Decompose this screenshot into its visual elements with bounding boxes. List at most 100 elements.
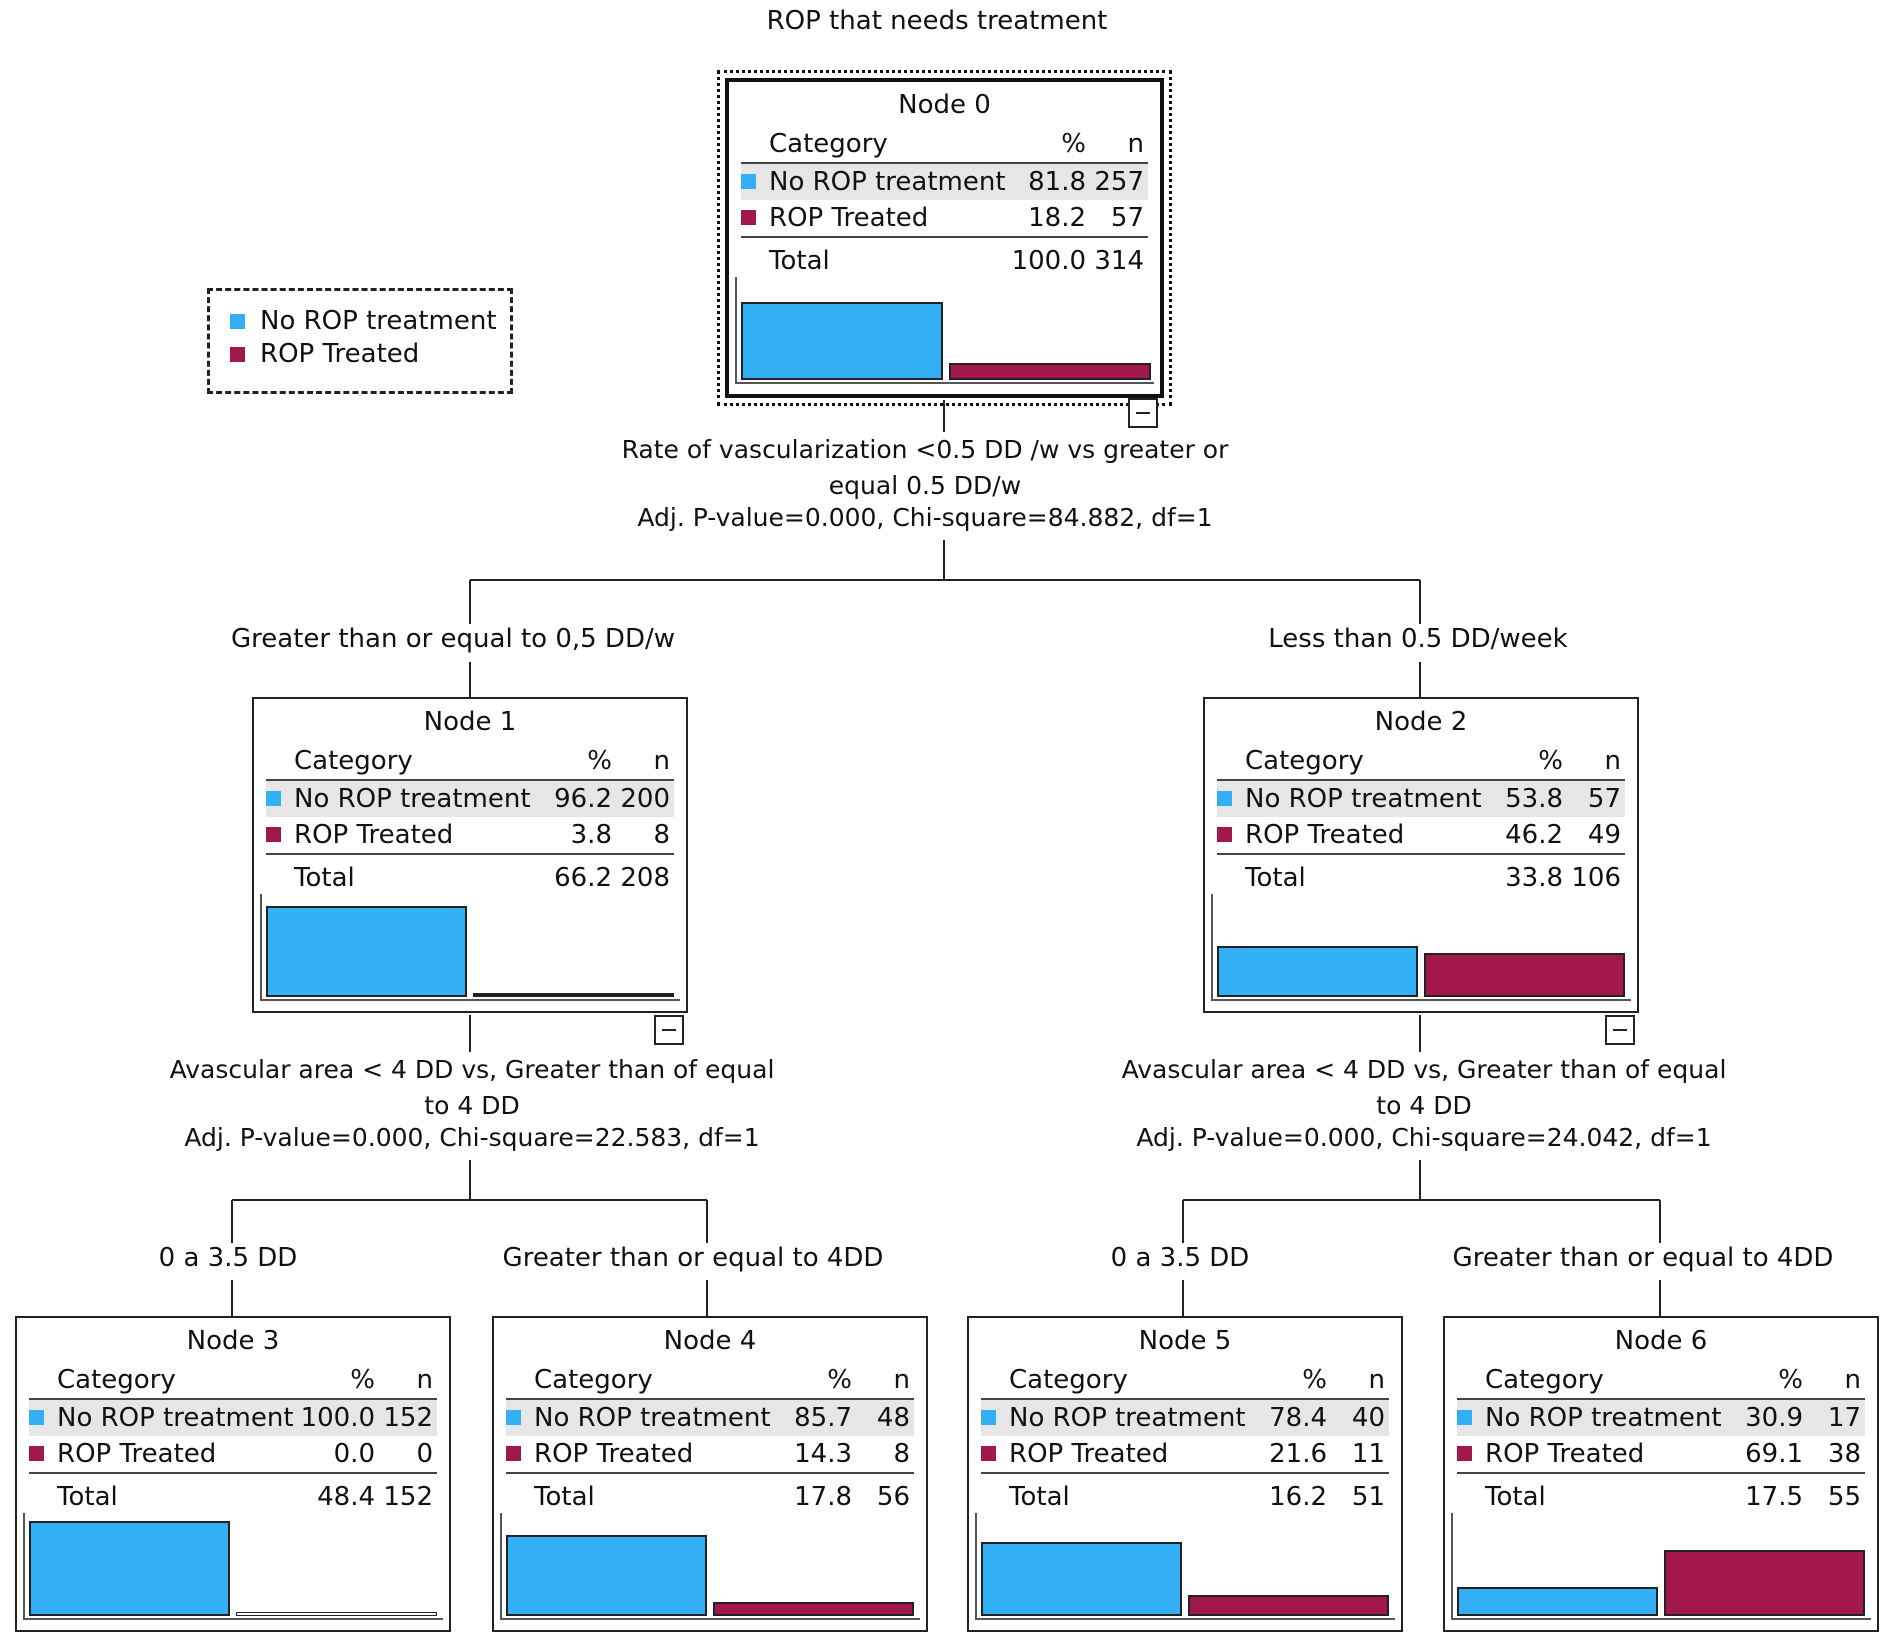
- category-swatch: [266, 827, 281, 842]
- category-swatch: [1217, 827, 1232, 842]
- legend-label: ROP Treated: [260, 339, 420, 369]
- category-label: ROP Treated: [769, 203, 929, 233]
- split-rule: Rate of vascularization <0.5 DD /w vs gr…: [621, 435, 1229, 464]
- category-label: ROP Treated: [57, 1439, 217, 1469]
- category-pct: 30.9: [1745, 1403, 1803, 1433]
- header-pct: %: [1302, 1365, 1327, 1395]
- category-n: 57: [1587, 784, 1621, 814]
- header-category: Category: [294, 746, 413, 776]
- split-stats: Adj. P-value=0.000, Chi-square=84.882, d…: [637, 503, 1213, 532]
- node-bar-chart: [975, 1513, 1395, 1620]
- total-n: 106: [1571, 863, 1621, 893]
- category-swatch: [1457, 1446, 1472, 1461]
- total-pct: 100.0: [1011, 246, 1086, 276]
- header-category: Category: [769, 129, 888, 159]
- category-n: 8: [653, 820, 670, 850]
- category-pct: 14.3: [794, 1439, 852, 1469]
- category-swatch: [1457, 1410, 1472, 1425]
- collapse-toggle-button[interactable]: [654, 1015, 684, 1045]
- category-swatch: [1217, 791, 1232, 806]
- total-pct: 66.2: [554, 863, 612, 893]
- legend-label: No ROP treatment: [260, 306, 497, 336]
- total-label: Total: [294, 863, 355, 893]
- legend: No ROP treatment ROP Treated: [207, 288, 513, 394]
- bar-no-treatment: [29, 1521, 230, 1616]
- category-label: No ROP treatment: [534, 1403, 771, 1433]
- total-label: Total: [1009, 1482, 1070, 1512]
- header-category: Category: [57, 1365, 176, 1395]
- total-label: Total: [57, 1482, 118, 1512]
- node-title: Node 3: [186, 1326, 280, 1356]
- category-n: 257: [1094, 167, 1144, 197]
- category-swatch: [981, 1446, 996, 1461]
- node-title: Node 4: [663, 1326, 757, 1356]
- total-n: 55: [1827, 1482, 1861, 1512]
- node-bar-chart: [1211, 894, 1631, 1001]
- category-pct: 100.0: [300, 1403, 375, 1433]
- category-pct: 46.2: [1505, 820, 1563, 850]
- branch-label-node3: 0 a 3.5 DD: [158, 1243, 298, 1273]
- split-rule-cont: to 4 DD: [1376, 1091, 1472, 1120]
- category-label: No ROP treatment: [769, 167, 1006, 197]
- total-n: 56: [876, 1482, 910, 1512]
- category-label: ROP Treated: [1245, 820, 1405, 850]
- header-n: n: [653, 746, 670, 776]
- category-n: 38: [1827, 1439, 1861, 1469]
- category-swatch: [29, 1410, 44, 1425]
- node-title: Node 6: [1614, 1326, 1708, 1356]
- table-header-row: Category%n: [29, 1362, 437, 1400]
- category-swatch: [506, 1410, 521, 1425]
- node-bar-chart: [1451, 1513, 1871, 1620]
- node-title: Node 2: [1374, 707, 1468, 737]
- table-header-row: Category%n: [266, 743, 674, 781]
- category-label: ROP Treated: [1009, 1439, 1169, 1469]
- category-swatch: [741, 210, 756, 225]
- collapse-toggle-button[interactable]: [1128, 398, 1158, 428]
- total-label: Total: [1245, 863, 1306, 893]
- total-n: 152: [383, 1482, 433, 1512]
- bar-treated: [1424, 953, 1625, 997]
- collapse-toggle-button[interactable]: [1605, 1015, 1635, 1045]
- branch-label-node4: Greater than or equal to 4DD: [502, 1243, 884, 1273]
- node-title: Node 1: [423, 707, 517, 737]
- bar-treated: [713, 1602, 914, 1616]
- category-n: 0: [416, 1439, 433, 1469]
- category-label: ROP Treated: [534, 1439, 694, 1469]
- legend-swatch-no-treatment: [230, 314, 245, 329]
- node-title: Node 0: [898, 90, 991, 120]
- category-n: 152: [383, 1403, 433, 1433]
- header-n: n: [1127, 129, 1144, 159]
- total-pct: 48.4: [317, 1482, 375, 1512]
- total-row: Total 48.4 152: [29, 1474, 437, 1518]
- split-rule-cont: to 4 DD: [424, 1091, 520, 1120]
